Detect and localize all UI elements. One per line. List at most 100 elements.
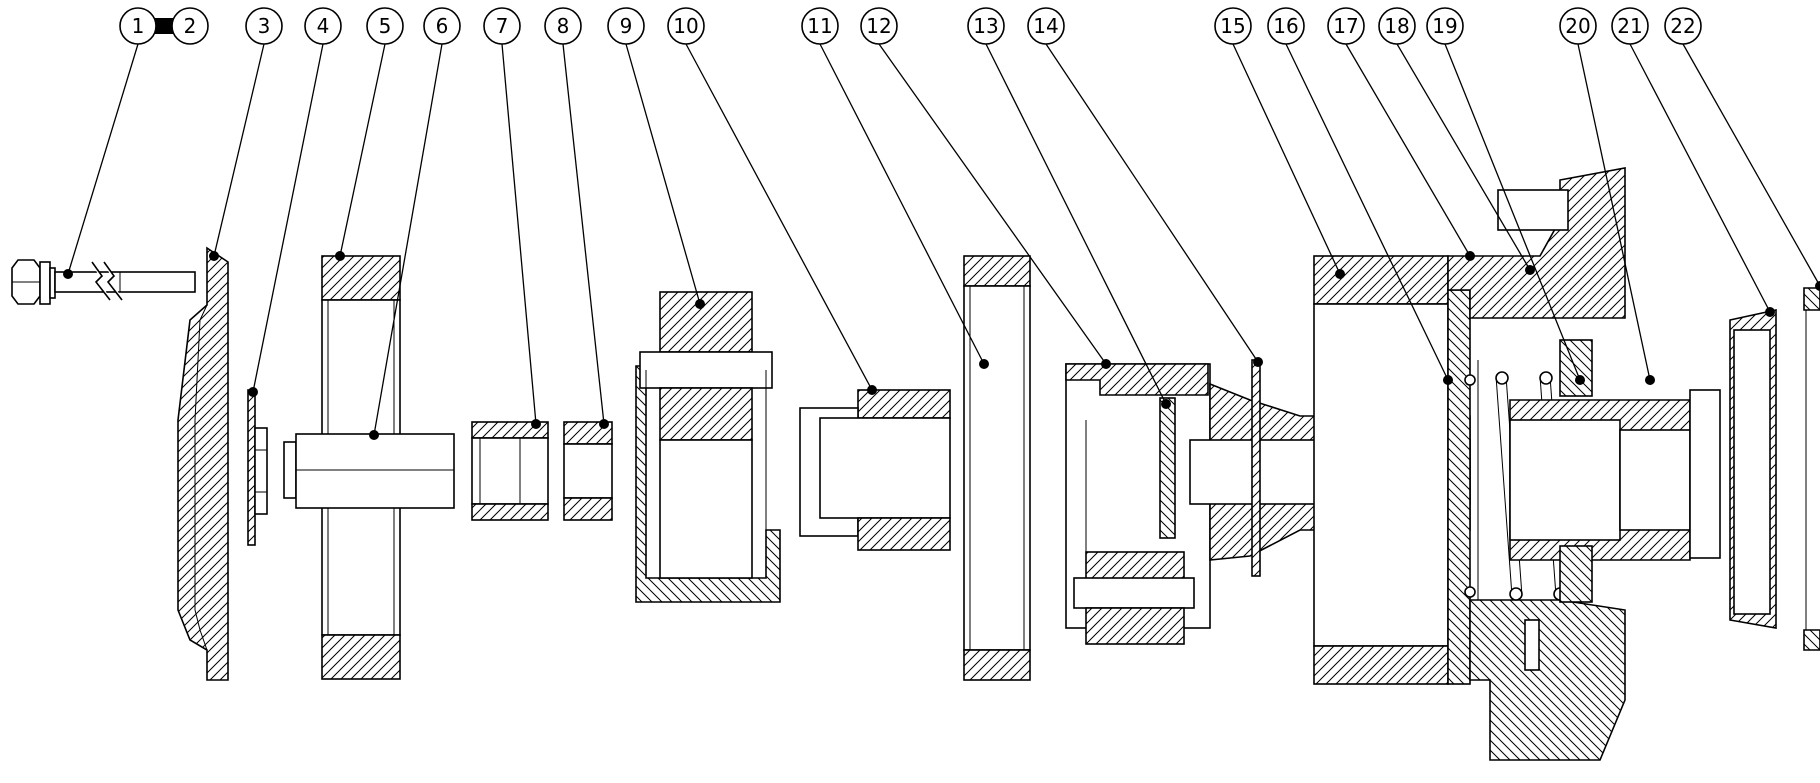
callout-circle-19 [1426, 7, 1464, 45]
callout-circle-8 [544, 7, 582, 45]
callout-circle-17 [1327, 7, 1365, 45]
callout-number-21: 21 [1617, 14, 1642, 38]
leader-dot-17 [1465, 251, 1475, 261]
callout-circle-18 [1378, 7, 1416, 45]
callout-number-2: 2 [184, 14, 197, 38]
leader-dot-13 [1161, 399, 1171, 409]
leader-line-9 [625, 43, 701, 305]
leader-dot-3 [209, 251, 219, 261]
part-shaft-6 [283, 433, 455, 509]
leader-line-21 [1629, 43, 1771, 313]
callout-7: 7 [483, 7, 521, 45]
leader-dot-1 [63, 269, 73, 279]
callout-16: 16 [1267, 7, 1305, 45]
callout-6: 6 [423, 7, 461, 45]
callout-5: 5 [366, 7, 404, 45]
callout-joiner [154, 18, 174, 34]
callout-21: 21 [1611, 7, 1649, 45]
callout-number-16: 16 [1273, 14, 1298, 38]
leader-dot-16 [1443, 375, 1453, 385]
part-ring-11 [963, 255, 1031, 681]
leader-dot-12 [1101, 359, 1111, 369]
part-bushing-8 [563, 421, 613, 521]
leader-line-6 [373, 43, 443, 436]
callout-number-22: 22 [1670, 14, 1695, 38]
leader-dot-6 [369, 430, 379, 440]
leader-dot-20 [1645, 375, 1655, 385]
callout-19: 19 [1426, 7, 1464, 45]
callout-number-13: 13 [973, 14, 998, 38]
leader-dot-7 [531, 419, 541, 429]
leader-lines [63, 43, 1820, 440]
leader-line-22 [1682, 43, 1820, 287]
callout-17: 17 [1327, 7, 1365, 45]
part-planet-carrier-9 [635, 291, 781, 603]
callout-circle-6 [423, 7, 461, 45]
leader-line-3 [213, 43, 265, 257]
callout-circle-2 [171, 7, 209, 45]
leader-line-11 [819, 43, 985, 365]
callout-number-7: 7 [496, 14, 509, 38]
leader-line-10 [685, 43, 873, 391]
callout-3: 3 [245, 7, 283, 45]
leader-line-16 [1285, 43, 1449, 381]
leader-line-13 [985, 43, 1167, 405]
part-hub-20 [1509, 339, 1721, 603]
callout-14: 14 [1027, 7, 1065, 45]
callout-circle-14 [1027, 7, 1065, 45]
part-cap-21 [1729, 309, 1777, 629]
leader-dot-10 [867, 385, 877, 395]
part-seal-22 [1803, 287, 1820, 651]
callout-circle-5 [366, 7, 404, 45]
leader-dot-9 [695, 299, 705, 309]
callout-circle-13 [967, 7, 1005, 45]
callout-circle-9 [607, 7, 645, 45]
leader-line-5 [339, 43, 386, 257]
callout-11: 11 [801, 7, 839, 45]
callout-circle-4 [304, 7, 342, 45]
leader-dot-14 [1253, 357, 1263, 367]
leader-line-19 [1444, 43, 1581, 381]
callout-number-4: 4 [317, 14, 330, 38]
callout-number-14: 14 [1033, 14, 1058, 38]
leader-line-15 [1232, 43, 1341, 275]
part-spacer-14 [1251, 359, 1261, 577]
leader-line-7 [501, 43, 537, 425]
leader-dot-4 [248, 387, 258, 397]
callout-number-15: 15 [1220, 14, 1245, 38]
callout-circle-21 [1611, 7, 1649, 45]
leader-dot-22 [1815, 281, 1820, 291]
callout-circle-1 [119, 7, 157, 45]
leader-dot-5 [335, 251, 345, 261]
callout-circle-10 [667, 7, 705, 45]
part-washer [247, 389, 268, 546]
leader-dot-15 [1335, 269, 1345, 279]
leader-line-12 [878, 43, 1107, 365]
callout-22: 22 [1664, 7, 1702, 45]
callout-10: 10 [667, 7, 705, 45]
callout-12: 12 [860, 7, 898, 45]
part-sun-gear-10 [799, 389, 951, 551]
part-sleeve-7 [471, 421, 549, 521]
callout-number-17: 17 [1333, 14, 1358, 38]
callout-number-19: 19 [1432, 14, 1457, 38]
callout-9: 9 [607, 7, 645, 45]
callout-number-3: 3 [258, 14, 271, 38]
callout-number-1: 1 [132, 14, 145, 38]
callout-18: 18 [1378, 7, 1416, 45]
callout-number-11: 11 [807, 14, 832, 38]
callout-8: 8 [544, 7, 582, 45]
leader-dot-11 [979, 359, 989, 369]
callout-number-6: 6 [436, 14, 449, 38]
leader-dot-18 [1525, 265, 1535, 275]
callout-1: 1 [119, 7, 157, 45]
leader-line-8 [562, 43, 605, 425]
callout-number-20: 20 [1565, 14, 1590, 38]
callout-number-12: 12 [866, 14, 891, 38]
callout-circle-11 [801, 7, 839, 45]
leader-line-4 [252, 43, 324, 393]
leader-dot-21 [1765, 307, 1775, 317]
callout-circle-20 [1559, 7, 1597, 45]
